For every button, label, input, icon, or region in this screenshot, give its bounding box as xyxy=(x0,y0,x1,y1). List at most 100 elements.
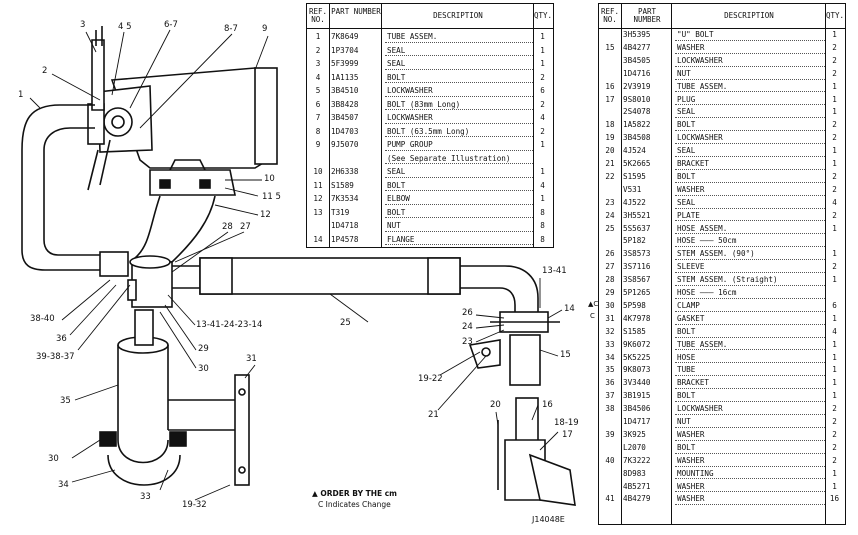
row-leader xyxy=(675,39,825,41)
description-cell: HOSE ASSEM. xyxy=(677,223,728,233)
part-number-cell: 1D4703 xyxy=(331,126,359,136)
description-cell: NUT xyxy=(387,221,401,230)
row-leader xyxy=(675,194,825,196)
qty-cell: 8 xyxy=(540,207,545,217)
qty-cell: 1 xyxy=(832,275,837,285)
ref-cell: 10 xyxy=(313,167,323,176)
qty-cell: 1 xyxy=(540,32,545,41)
part-number-cell: 9S8010 xyxy=(623,94,651,104)
ref-cell: 18 xyxy=(605,120,615,130)
qty-cell: 1 xyxy=(832,378,837,388)
ref-cell: 7 xyxy=(315,113,321,122)
row-leader xyxy=(675,349,825,351)
callout-26: 26 xyxy=(462,308,473,318)
ref-cell: 37 xyxy=(605,391,615,401)
description-cell: BOLT xyxy=(677,391,696,401)
qty-cell: 2 xyxy=(540,72,545,82)
callout-33: 33 xyxy=(140,492,151,502)
qty-cell: 1 xyxy=(832,352,837,362)
header-qty: QTY. xyxy=(826,11,845,20)
row-leader xyxy=(385,136,533,137)
qty-cell: 2 xyxy=(832,210,837,220)
row-leader xyxy=(675,143,825,145)
description-cell: NUT xyxy=(677,417,691,426)
ref-cell: 9 xyxy=(315,140,321,149)
ref-cell: 12 xyxy=(313,194,323,203)
row-leader xyxy=(675,207,825,209)
row-leader xyxy=(675,478,825,480)
parts-table-right: REF. NO. PART NUMBER DESCRIPTION QTY. 3H… xyxy=(598,3,846,525)
ref-cell: 24 xyxy=(605,210,615,220)
description-cell: SEAL xyxy=(677,146,696,156)
ref-cell: 38 xyxy=(605,404,615,414)
ref-cell: 1 xyxy=(315,32,321,41)
table-row: 1 7K8649 TUBE ASSEM. 1 xyxy=(307,30,553,44)
part-number-cell: 1A5822 xyxy=(623,120,651,130)
part-number-cell: 3B4508 xyxy=(623,133,651,143)
row-leader xyxy=(675,272,825,274)
ref-cell: 27 xyxy=(605,262,615,272)
row-leader xyxy=(675,155,825,157)
part-number-cell: T319 xyxy=(331,207,350,217)
qty-cell: 2 xyxy=(540,99,545,109)
description-cell: BOLT xyxy=(387,72,406,82)
row-leader xyxy=(675,284,825,286)
qty-cell: 1 xyxy=(832,365,837,375)
part-number-cell: 1A1135 xyxy=(331,72,359,82)
callout-20: 20 xyxy=(490,400,501,410)
description-cell: BOLT xyxy=(677,171,696,181)
description-cell: SEAL xyxy=(387,59,406,68)
ref-cell: 26 xyxy=(605,249,615,259)
qty-cell: 1 xyxy=(540,140,545,149)
callout-9: 9 xyxy=(262,24,268,34)
part-number-cell: 3S8573 xyxy=(623,249,651,259)
part-number-cell: 5P1265 xyxy=(623,288,651,297)
description-cell: BRACKET xyxy=(677,378,710,388)
callout-34: 34 xyxy=(58,480,69,490)
part-number-cell: 7K3222 xyxy=(623,455,651,465)
part-number-cell: S1585 xyxy=(623,326,646,336)
row-leader xyxy=(675,52,825,54)
row-leader xyxy=(675,401,825,403)
description-cell: TUBE xyxy=(677,365,696,375)
callout-21: 21 xyxy=(428,410,439,420)
row-leader xyxy=(675,117,825,119)
row-leader xyxy=(385,122,533,124)
ref-cell: 35 xyxy=(605,365,615,375)
part-number-cell: 1P3704 xyxy=(331,45,359,55)
part-number-cell: 9K8073 xyxy=(623,365,651,375)
part-number-cell: 2S4078 xyxy=(623,107,651,117)
callout-24: 24 xyxy=(462,322,473,332)
description-cell: TUBE ASSEM. xyxy=(387,32,438,41)
qty-cell: 4 xyxy=(832,326,837,336)
part-number-cell: 7K8649 xyxy=(331,32,359,41)
description-cell: SEAL xyxy=(677,107,696,117)
row-leader xyxy=(385,203,533,205)
row-leader xyxy=(675,297,825,299)
qty-cell: 2 xyxy=(832,133,837,143)
row-leader xyxy=(385,190,533,191)
row-leader xyxy=(675,220,825,222)
qty-cell: 6 xyxy=(540,86,545,95)
header-part: PART NUMBER xyxy=(633,7,661,24)
part-number-cell: 1D4717 xyxy=(623,417,651,426)
description-cell: SEAL xyxy=(387,45,406,55)
part-number-cell: 2V3919 xyxy=(623,81,651,91)
description-cell: BOLT xyxy=(677,442,696,452)
ref-cell: 21 xyxy=(605,159,615,168)
description-cell: BOLT xyxy=(677,120,696,130)
